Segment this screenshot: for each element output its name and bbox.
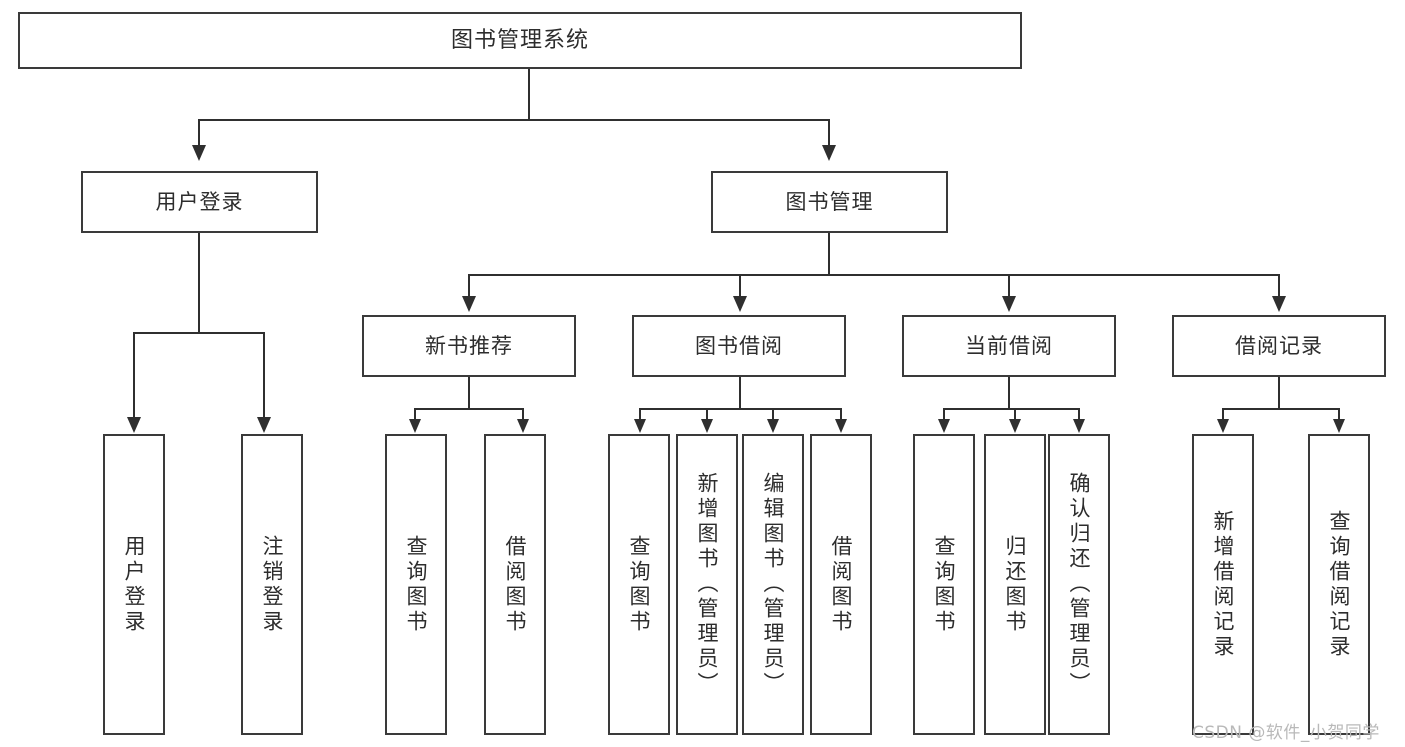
- leaf-edit-book[interactable]: 编辑图书（管理员）: [742, 434, 804, 735]
- arrowhead-to-book-manage: [822, 145, 836, 161]
- arrowhead-leaf-user-logout: [257, 417, 271, 433]
- leaf-label: 编辑图书（管理员）: [761, 472, 786, 697]
- node-book-management-system[interactable]: 图书管理系统: [18, 12, 1022, 69]
- csdn-watermark: CSDN @软件_小贺同学: [1192, 723, 1380, 743]
- leaf-label: 借阅图书: [829, 534, 854, 635]
- leaf-return-book[interactable]: 归还图书: [984, 434, 1046, 735]
- connector-book-manage-bar: [468, 274, 1280, 276]
- leaf-label: 借阅图书: [503, 534, 528, 635]
- connector-current-borrow-c1: [943, 408, 945, 420]
- arrowhead-leaf-query-book-2: [634, 419, 646, 433]
- arrowhead-to-current-borrow: [1002, 296, 1016, 312]
- node-label: 用户登录: [155, 189, 244, 214]
- connector-to-new-book-recommend: [468, 274, 470, 297]
- connector-current-borrow-bar: [943, 408, 1080, 410]
- connector-to-borrow-record: [1278, 274, 1280, 297]
- connector-book-borrow-spine: [739, 377, 741, 409]
- connector-root-spine: [528, 69, 530, 120]
- connector-new-book-spine: [468, 377, 470, 409]
- node-label: 当前借阅: [965, 333, 1053, 358]
- leaf-borrow-book-1[interactable]: 借阅图书: [484, 434, 546, 735]
- node-label: 图书管理: [785, 189, 874, 214]
- node-borrow-record[interactable]: 借阅记录: [1172, 315, 1386, 377]
- arrowhead-leaf-query-book-3: [938, 419, 950, 433]
- node-label: 新书推荐: [425, 333, 513, 358]
- arrowhead-leaf-add-book: [701, 419, 713, 433]
- leaf-query-book-2[interactable]: 查询图书: [608, 434, 670, 735]
- arrowhead-leaf-confirm-return: [1073, 419, 1085, 433]
- leaf-user-login[interactable]: 用户登录: [103, 434, 165, 735]
- connector-new-book-left: [414, 408, 416, 420]
- leaf-label: 新增借阅记录: [1211, 509, 1236, 660]
- node-user-login[interactable]: 用户登录: [81, 171, 318, 233]
- leaf-label: 注销登录: [260, 534, 285, 635]
- node-label: 图书借阅: [695, 333, 783, 358]
- leaf-label: 用户登录: [122, 534, 147, 635]
- node-new-book-recommend[interactable]: 新书推荐: [362, 315, 576, 377]
- arrowhead-to-borrow-record: [1272, 296, 1286, 312]
- connector-book-borrow-c4: [840, 408, 842, 420]
- leaf-label: 查询借阅记录: [1327, 509, 1352, 660]
- connector-new-book-bar: [414, 408, 524, 410]
- arrowhead-to-new-book-recommend: [462, 296, 476, 312]
- arrowhead-leaf-borrow-book-2: [835, 419, 847, 433]
- connector-borrow-record-bar: [1222, 408, 1340, 410]
- connector-book-borrow-bar: [639, 408, 842, 410]
- arrowhead-leaf-add-record: [1217, 419, 1229, 433]
- connector-book-borrow-c2: [706, 408, 708, 420]
- leaf-label: 查询图书: [627, 534, 652, 635]
- connector-book-borrow-c3: [772, 408, 774, 420]
- leaf-confirm-return[interactable]: 确认归还（管理员）: [1048, 434, 1110, 735]
- leaf-query-book-1[interactable]: 查询图书: [385, 434, 447, 735]
- connector-current-borrow-c2: [1014, 408, 1016, 420]
- node-label: 图书管理系统: [450, 27, 589, 53]
- connector-root-to-user-login: [198, 119, 200, 146]
- arrowhead-leaf-return-book: [1009, 419, 1021, 433]
- connector-current-borrow-c3: [1078, 408, 1080, 420]
- connector-to-current-borrow: [1008, 274, 1010, 297]
- leaf-query-book-3[interactable]: 查询图书: [913, 434, 975, 735]
- connector-user-login-spine: [198, 233, 200, 333]
- connector-borrow-record-left: [1222, 408, 1224, 420]
- arrowhead-leaf-query-record: [1333, 419, 1345, 433]
- connector-user-login-right: [263, 332, 265, 418]
- node-current-borrow[interactable]: 当前借阅: [902, 315, 1116, 377]
- node-book-manage[interactable]: 图书管理: [711, 171, 948, 233]
- connector-book-manage-spine: [828, 233, 830, 275]
- leaf-borrow-book-2[interactable]: 借阅图书: [810, 434, 872, 735]
- leaf-label: 新增图书（管理员）: [695, 472, 720, 697]
- leaf-label: 查询图书: [932, 534, 957, 635]
- connector-root-to-book-manage: [828, 119, 830, 146]
- arrowhead-to-user-login: [192, 145, 206, 161]
- node-book-borrow[interactable]: 图书借阅: [632, 315, 846, 377]
- leaf-label: 归还图书: [1003, 534, 1028, 635]
- connector-user-login-left: [133, 332, 135, 418]
- arrowhead-leaf-query-book-1: [409, 419, 421, 433]
- leaf-user-logout[interactable]: 注销登录: [241, 434, 303, 735]
- connector-borrow-record-spine: [1278, 377, 1280, 409]
- arrowhead-leaf-edit-book: [767, 419, 779, 433]
- connector-new-book-right: [522, 408, 524, 420]
- leaf-label: 查询图书: [404, 534, 429, 635]
- arrowhead-leaf-user-login: [127, 417, 141, 433]
- connector-current-borrow-spine: [1008, 377, 1010, 409]
- leaf-label: 确认归还（管理员）: [1067, 472, 1092, 697]
- node-label: 借阅记录: [1235, 333, 1323, 358]
- connector-root-bar: [198, 119, 830, 121]
- leaf-add-book[interactable]: 新增图书（管理员）: [676, 434, 738, 735]
- leaf-add-record[interactable]: 新增借阅记录: [1192, 434, 1254, 735]
- arrowhead-leaf-borrow-book-1: [517, 419, 529, 433]
- arrowhead-to-book-borrow: [733, 296, 747, 312]
- leaf-query-record[interactable]: 查询借阅记录: [1308, 434, 1370, 735]
- connector-to-book-borrow: [739, 274, 741, 297]
- connector-book-borrow-c1: [639, 408, 641, 420]
- connector-user-login-bar: [133, 332, 265, 334]
- connector-borrow-record-right: [1338, 408, 1340, 420]
